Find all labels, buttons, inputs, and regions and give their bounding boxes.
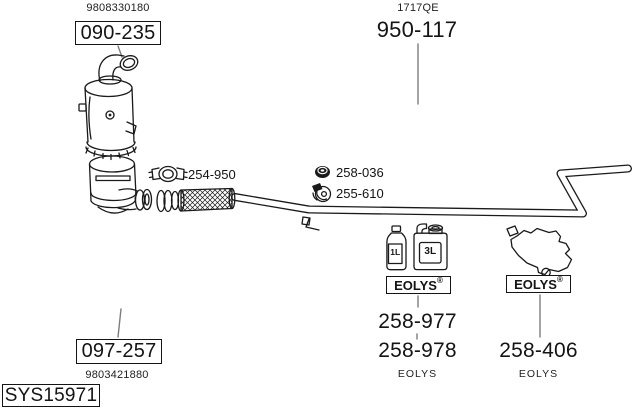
bottle-3l-drawing <box>413 223 448 271</box>
eolys-note-left: EOLYS <box>397 368 438 380</box>
bottle-small-label: 1L <box>390 247 401 257</box>
clamp-icon <box>148 165 188 183</box>
eolys-brand-label: EOLYS <box>394 277 437 293</box>
eolys-brand-label: EOLYS <box>514 276 557 292</box>
part-number-258-977: 258-977 <box>378 310 457 333</box>
eolys-note-right: EOLYS <box>518 368 559 380</box>
part-number-255-610: 255-610 <box>336 186 384 201</box>
part-number-258-406: 258-406 <box>499 339 578 362</box>
part-number-label: 090-235 <box>80 21 156 44</box>
part-number-950-117: 950-117 <box>376 17 458 42</box>
eolys-brand-box-left: EOLYS® <box>386 276 451 294</box>
leader-lines <box>117 43 541 340</box>
rubber-mount-icon <box>312 183 332 203</box>
part-number-258-036: 258-036 <box>336 165 384 180</box>
bottle-1l-drawing <box>386 225 407 271</box>
oem-code-bottom-left: 9803421880 <box>85 369 149 381</box>
oem-code-top-left: 9808330180 <box>86 2 150 14</box>
part-number-254-950: 254-950 <box>188 167 236 182</box>
bottle-large-label: 3L <box>424 246 437 257</box>
nut-icon <box>315 166 330 178</box>
engine-code-top-right: 1717QE <box>397 2 439 14</box>
flex-pipe-drawing <box>156 187 236 213</box>
additive-tank-drawing <box>506 225 573 278</box>
part-number-box-097-257: 097-257 <box>76 339 162 364</box>
part-number-258-978: 258-978 <box>378 339 457 362</box>
eolys-brand-box-right: EOLYS® <box>506 275 571 293</box>
part-number-label: 097-257 <box>81 340 157 362</box>
exhaust-pipe-drawing <box>231 164 632 218</box>
registered-mark: ® <box>436 276 443 285</box>
part-number-box-090-235: 090-235 <box>75 21 161 45</box>
system-code-box: SYS15971 <box>2 384 100 407</box>
leader-097-257 <box>117 308 122 338</box>
system-code-label: SYS15971 <box>4 384 98 406</box>
catalytic-converter-drawing <box>78 54 139 161</box>
registered-mark: ® <box>556 275 563 284</box>
particulate-filter-drawing <box>88 155 153 214</box>
pipe-bracket-drawing <box>301 216 320 231</box>
